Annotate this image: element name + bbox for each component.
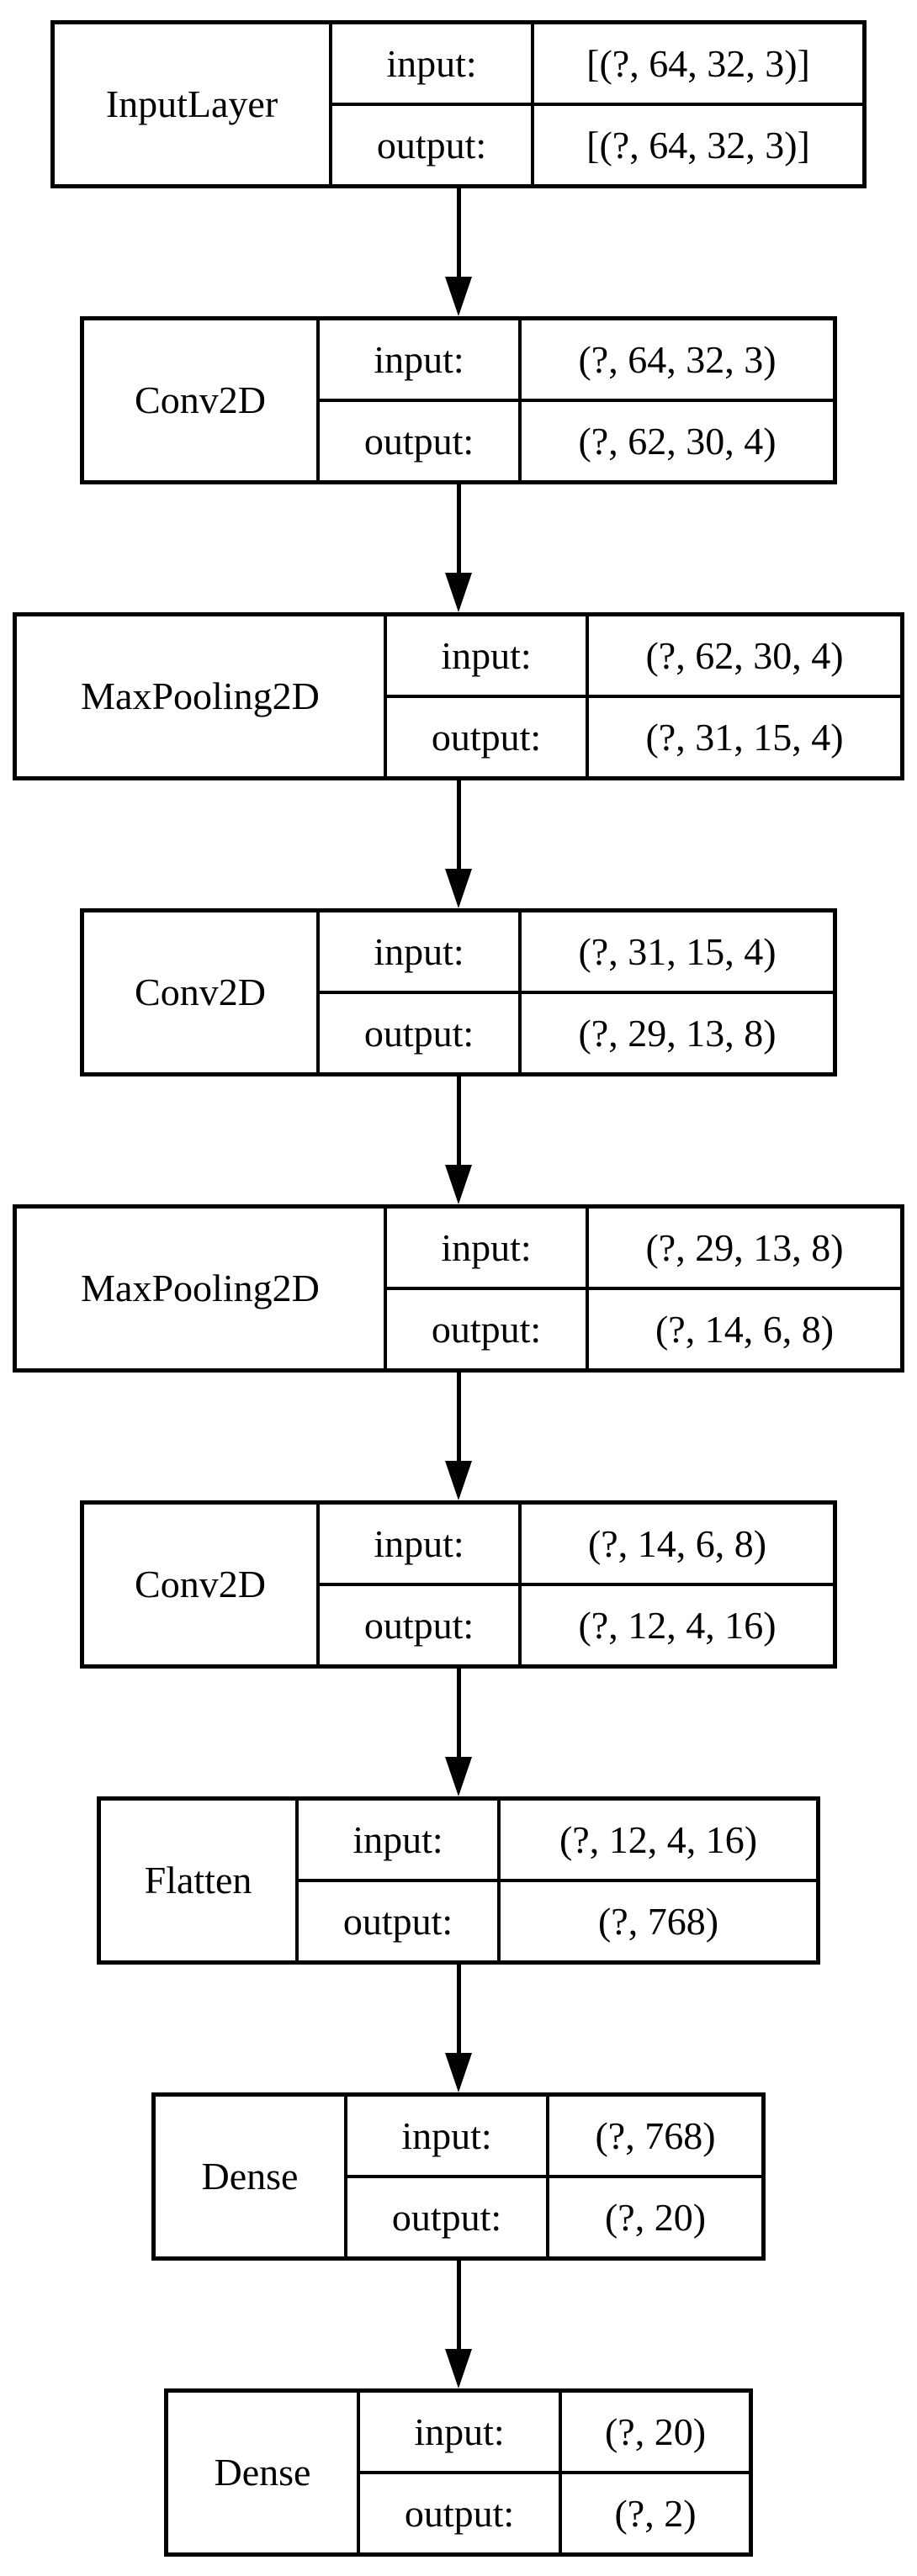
layer-name: Flatten [99, 1799, 297, 1962]
input-shape-value: (?, 64, 32, 3) [520, 319, 835, 400]
flow-arrow [445, 1965, 472, 2092]
layer-name: Dense [154, 2095, 346, 2258]
output-shape-value: (?, 31, 15, 4) [587, 696, 902, 778]
input-shape-value: (?, 62, 30, 4) [587, 615, 902, 696]
input-label: input: [358, 2391, 560, 2473]
input-label: input: [297, 1799, 499, 1880]
output-label: output: [358, 2473, 560, 2554]
output-shape-value: (?, 62, 30, 4) [520, 400, 835, 482]
arrow-head-icon [445, 1757, 472, 1796]
arrow-line [456, 1076, 461, 1165]
arrow-line [456, 2261, 461, 2349]
layer-name: Conv2D [82, 1503, 318, 1666]
arrow-line [456, 484, 461, 573]
flow-arrow [445, 1669, 472, 1796]
layer-name: MaxPooling2D [15, 1207, 385, 1370]
input-label: input: [318, 1503, 520, 1584]
arrow-line [456, 1965, 461, 2053]
layer-name: Conv2D [82, 911, 318, 1074]
input-label: input: [318, 911, 520, 992]
layer-name: MaxPooling2D [15, 615, 385, 778]
arrow-head-icon [445, 1165, 472, 1204]
arrow-head-icon [445, 1461, 472, 1500]
output-shape-value: (?, 768) [499, 1880, 818, 1962]
input-shape-value: (?, 12, 4, 16) [499, 1799, 818, 1880]
input-shape-value: (?, 768) [548, 2095, 763, 2177]
output-label: output: [318, 1584, 520, 1666]
layer-node-conv2d-2: Conv2D input: (?, 31, 15, 4) output: (?,… [80, 908, 837, 1076]
arrow-head-icon [445, 277, 472, 316]
layer-node-maxpooling2d-1: MaxPooling2D input: (?, 62, 30, 4) outpu… [13, 612, 904, 780]
output-label: output: [297, 1880, 499, 1962]
arrow-head-icon [445, 2349, 472, 2388]
input-shape-value: (?, 31, 15, 4) [520, 911, 835, 992]
input-shape-value: [(?, 64, 32, 3)] [533, 23, 864, 104]
output-shape-value: [(?, 64, 32, 3)] [533, 104, 864, 186]
output-shape-value: (?, 2) [560, 2473, 750, 2554]
input-shape-value: (?, 20) [560, 2391, 750, 2473]
arrow-head-icon [445, 573, 472, 612]
output-shape-value: (?, 20) [548, 2177, 763, 2258]
output-label: output: [385, 1288, 587, 1370]
input-shape-value: (?, 14, 6, 8) [520, 1503, 835, 1584]
output-label: output: [346, 2177, 548, 2258]
arrow-line [456, 188, 461, 277]
arrow-line [456, 1373, 461, 1461]
flow-arrow [445, 1076, 472, 1204]
layer-node-dense-2: Dense input: (?, 20) output: (?, 2) [164, 2388, 753, 2557]
output-shape-value: (?, 12, 4, 16) [520, 1584, 835, 1666]
layer-node-inputlayer: InputLayer input: [(?, 64, 32, 3)] outpu… [50, 20, 867, 188]
flow-arrow [445, 2261, 472, 2388]
input-shape-value: (?, 29, 13, 8) [587, 1207, 902, 1288]
output-label: output: [318, 400, 520, 482]
flow-arrow [445, 1373, 472, 1500]
input-label: input: [385, 615, 587, 696]
layer-node-flatten: Flatten input: (?, 12, 4, 16) output: (?… [97, 1796, 820, 1965]
layer-node-conv2d-3: Conv2D input: (?, 14, 6, 8) output: (?, … [80, 1500, 837, 1669]
arrow-line [456, 1669, 461, 1757]
output-shape-value: (?, 29, 13, 8) [520, 992, 835, 1074]
output-label: output: [385, 696, 587, 778]
arrow-head-icon [445, 869, 472, 908]
flow-arrow [445, 780, 472, 908]
layer-name: Conv2D [82, 319, 318, 482]
input-label: input: [385, 1207, 587, 1288]
output-label: output: [331, 104, 533, 186]
input-label: input: [346, 2095, 548, 2177]
layer-node-conv2d-1: Conv2D input: (?, 64, 32, 3) output: (?,… [80, 316, 837, 484]
layer-name: Dense [167, 2391, 358, 2554]
input-label: input: [318, 319, 520, 400]
output-shape-value: (?, 14, 6, 8) [587, 1288, 902, 1370]
layer-name: InputLayer [53, 23, 331, 186]
flow-arrow [445, 188, 472, 316]
input-label: input: [331, 23, 533, 104]
layer-node-maxpooling2d-2: MaxPooling2D input: (?, 29, 13, 8) outpu… [13, 1204, 904, 1373]
arrow-line [456, 780, 461, 869]
arrow-head-icon [445, 2053, 472, 2092]
flow-arrow [445, 484, 472, 612]
output-label: output: [318, 992, 520, 1074]
layer-node-dense-1: Dense input: (?, 768) output: (?, 20) [151, 2092, 766, 2261]
